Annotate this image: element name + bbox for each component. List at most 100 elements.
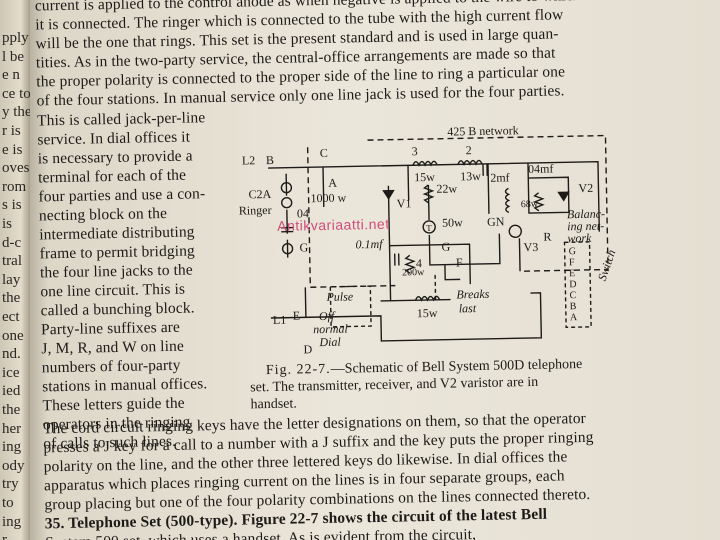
left-page-fragment: the xyxy=(2,402,21,418)
label-balancing-3: work xyxy=(567,231,592,245)
label-g2: G xyxy=(441,240,450,254)
label-gn: GN xyxy=(487,215,505,229)
left-page-fragment: y the xyxy=(2,104,30,121)
label-l1: L1 xyxy=(273,313,287,327)
label-15w: 15w xyxy=(414,170,435,184)
switch-letter: G xyxy=(569,246,576,257)
label-v2: V2 xyxy=(578,181,593,195)
label-r: R xyxy=(543,230,551,244)
book-page: current is applied to the control anode … xyxy=(30,0,720,540)
text-line: intermediate distributing xyxy=(39,223,195,244)
label-pulse: Pulse xyxy=(325,289,354,304)
label-b: B xyxy=(266,153,274,167)
caption-line: handset. xyxy=(250,396,297,413)
label-l2: L2 xyxy=(242,153,256,167)
schematic-figure: 425 B network L2 B C A 3 2 15w 13w 2mf 0… xyxy=(239,123,619,356)
text-line: terminal for each of the xyxy=(38,166,187,187)
text-line: service. In dial offices it xyxy=(37,128,191,149)
label-breaks: Breaks xyxy=(456,287,489,302)
text-line: is necessary to provide a xyxy=(37,147,193,168)
label-04mf: 04mf xyxy=(528,162,554,176)
label-balancing-2: ing net- xyxy=(567,219,604,234)
switch-letter: A xyxy=(570,312,578,323)
label-e: E xyxy=(293,308,301,322)
left-page-fragment: nd. xyxy=(2,346,21,363)
caption-text: —Schematic of Bell System 500D telephone xyxy=(330,357,583,377)
left-page-fragment: ing xyxy=(2,513,22,530)
left-page-fragment: r xyxy=(2,532,7,540)
label-last: last xyxy=(459,301,477,315)
text-line: necting block on the xyxy=(38,204,168,225)
label-c: C xyxy=(320,146,328,160)
switch-letter: E xyxy=(569,268,575,279)
label-22w: 22w xyxy=(436,181,457,195)
left-page-fragment: ect xyxy=(2,309,20,325)
label-1000w: 1000 w xyxy=(310,191,346,206)
text-line: four parties and use a con- xyxy=(38,185,206,206)
left-page-fragment: ice xyxy=(2,364,20,381)
label-d: D xyxy=(303,342,312,356)
circuit-wires xyxy=(268,134,609,342)
label-15w-b: 15w xyxy=(417,306,438,320)
text-line: Party-line suffixes are xyxy=(40,318,181,339)
label-04: 04 xyxy=(297,206,309,220)
text-line: This is called jack-per-line xyxy=(36,109,206,130)
left-page-fragment: is xyxy=(2,216,13,232)
switch-letter: F xyxy=(569,257,575,268)
label-normal: normal xyxy=(313,322,349,337)
left-page-fragment: ing xyxy=(2,439,22,456)
label-a: A xyxy=(328,176,337,190)
label-2mf: 2mf xyxy=(490,170,510,184)
label-ringer: Ringer xyxy=(239,203,272,218)
left-page-fragment: pply xyxy=(2,30,29,46)
watermark-text: Antikvariaatti.net xyxy=(276,215,390,234)
text-line: one line circuit. This is xyxy=(40,280,186,301)
left-page-fragment: her xyxy=(2,420,22,437)
label-off: Off xyxy=(319,309,336,323)
left-page-fragment: ce to xyxy=(2,85,30,102)
label-13w: 13w xyxy=(460,169,481,183)
left-page-fragment: d-c xyxy=(2,234,22,251)
text-line: These letters guide the xyxy=(42,394,185,415)
left-page-fragment: tral xyxy=(2,253,22,270)
text-line: the four line jacks to the xyxy=(39,261,193,282)
left-page-fragment: lay xyxy=(2,271,21,288)
circuit-labels: 425 B network L2 B C A 3 2 15w 13w 2mf 0… xyxy=(239,123,619,356)
text-line: frame to permit bridging xyxy=(39,242,195,263)
label-g: G xyxy=(299,240,308,254)
caption-label: Fig. 22-7. xyxy=(265,361,331,379)
label-switch: Switch xyxy=(595,248,619,283)
label-t: T xyxy=(426,223,432,233)
left-page-fragment: to xyxy=(2,495,14,511)
left-page-fragment: ied xyxy=(2,383,21,400)
left-page-fragment: r is xyxy=(2,123,21,139)
label-3: 3 xyxy=(412,144,418,158)
text-line: stations in manual offices. xyxy=(42,375,208,396)
label-01mf: 0.1mf xyxy=(355,237,384,252)
label-dial: Dial xyxy=(318,335,341,349)
switch-letter: B xyxy=(570,301,577,312)
label-4: 4 xyxy=(416,256,422,270)
left-page-fragment: l be xyxy=(2,48,25,65)
label-200w: 200w xyxy=(402,267,425,278)
label-2: 2 xyxy=(466,143,472,157)
left-page-fragment: the xyxy=(2,290,21,307)
left-page-fragment: try xyxy=(2,476,19,493)
switch-letter: D xyxy=(569,279,576,290)
left-page-fragment: e is xyxy=(2,141,23,158)
text-line: called a bunching block. xyxy=(40,299,195,320)
label-v1: V1 xyxy=(397,196,412,210)
left-page-fragment: one xyxy=(2,327,24,344)
left-page-fragment: oves xyxy=(2,160,30,177)
top-paragraph: current is applied to the control anode … xyxy=(30,0,715,109)
label-f: F xyxy=(456,255,463,269)
label-network: 425 B network xyxy=(447,123,519,138)
label-v3: V3 xyxy=(523,240,538,254)
page-content: current is applied to the control anode … xyxy=(30,0,720,540)
left-page-fragment: rom xyxy=(2,178,27,195)
label-68w: 68w xyxy=(521,199,539,210)
switch-letter: C xyxy=(569,290,576,301)
text-line: J, M, R, and W on line xyxy=(41,337,185,358)
